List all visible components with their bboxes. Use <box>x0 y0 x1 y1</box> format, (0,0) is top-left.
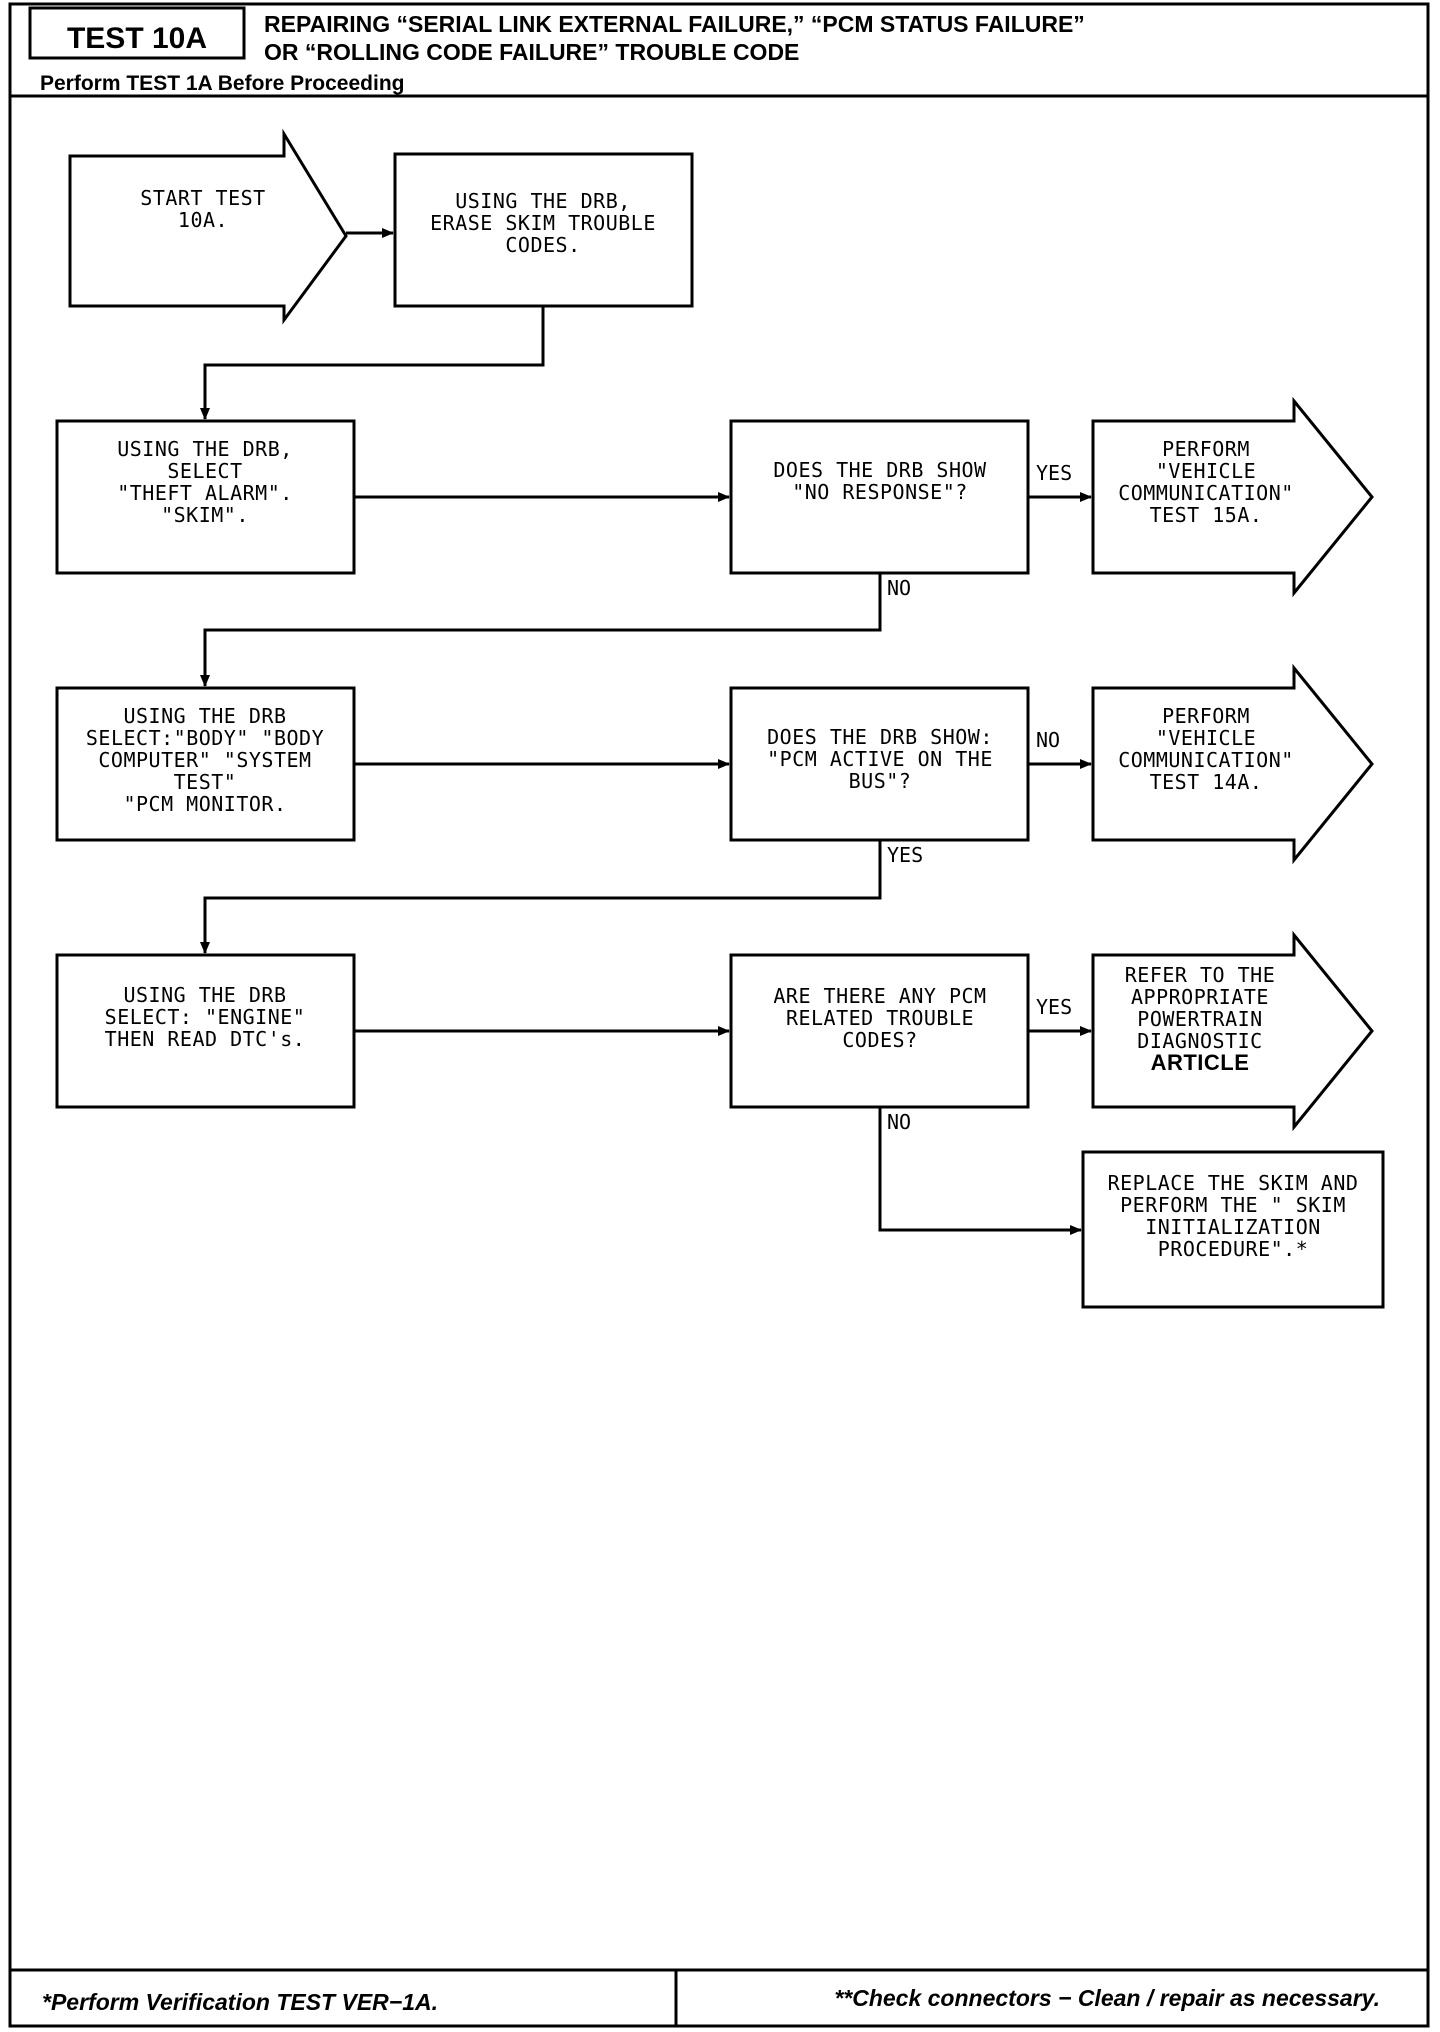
prerequisite: Perform TEST 1A Before Proceeding <box>40 72 404 95</box>
node-text-line: TEST" <box>174 770 237 794</box>
title-line-2: OR “ROLLING CODE FAILURE” TROUBLE CODE <box>264 39 799 65</box>
footer-verification-note: *Perform Verification TEST VER−1A. <box>42 1989 438 2015</box>
node-text-line: ARTICLE <box>1151 1050 1250 1075</box>
node-text-line: TEST 14A. <box>1150 770 1263 794</box>
node-text-line: TEST 15A. <box>1150 503 1263 527</box>
replace-skim-box <box>1081 1150 1385 1309</box>
edge-label-yes-2: YES <box>887 843 923 867</box>
node-text-line: "VEHICLE <box>1156 459 1256 483</box>
node-text-line: "VEHICLE <box>1156 726 1256 750</box>
node-text-line: DOES THE DRB SHOW: <box>767 725 993 749</box>
node-text-line: PERFORM <box>1162 704 1250 728</box>
edge-label-yes-refer: YES <box>1036 995 1072 1019</box>
node-text-line: "PCM MONITOR. <box>123 792 286 816</box>
arrow-yes-to-select-engine <box>200 840 882 954</box>
arrow-no-to-replace-skim <box>878 1107 1082 1235</box>
title-line-1: REPAIRING “SERIAL LINK EXTERNAL FAILURE,… <box>264 11 1085 37</box>
pcm-active-decision <box>729 686 1030 842</box>
test-15a-shape <box>1091 396 1374 598</box>
node-text-line: SELECT: "ENGINE" <box>105 1005 306 1029</box>
select-skim-box <box>55 419 356 575</box>
node-text-line: PERFORM THE " SKIM <box>1120 1193 1346 1217</box>
node-text-line: ERASE SKIM TROUBLE <box>430 211 656 235</box>
test-14a-shape <box>1091 663 1374 865</box>
arrow-no-to-pcm-monitor <box>200 573 882 687</box>
edge-label-no-3: NO <box>887 1110 911 1134</box>
node-text-line: "THEFT ALARM". <box>117 481 293 505</box>
node-text-line: "NO RESPONSE"? <box>792 480 968 504</box>
node-text-line: SELECT <box>167 459 242 483</box>
node-text-line: "SKIM". <box>161 503 249 527</box>
node-text-line: POWERTRAIN <box>1137 1007 1262 1031</box>
node-text-line: RELATED TROUBLE <box>786 1006 974 1030</box>
pcm-codes-decision <box>729 953 1030 1109</box>
arrow-erase-to-select-skim <box>200 306 545 420</box>
node-text-line: DIAGNOSTIC <box>1137 1029 1262 1053</box>
node-text-line: CODES. <box>505 233 580 257</box>
edge-label-yes-15a: YES <box>1036 461 1072 485</box>
node-text-line: COMPUTER" "SYSTEM <box>98 748 311 772</box>
edge-label-no-14a: NO <box>1036 728 1060 752</box>
node-text-line: USING THE DRB, <box>117 437 293 461</box>
node-text-line: DOES THE DRB SHOW <box>773 458 987 482</box>
node-text-line: APPROPRIATE <box>1131 985 1269 1009</box>
node-text-line: USING THE DRB <box>123 704 286 728</box>
page-frame <box>8 2 1430 2028</box>
node-text-line: SELECT:"BODY" "BODY <box>86 726 324 750</box>
node-text-line: REPLACE THE SKIM AND <box>1108 1171 1359 1195</box>
node-text-line: USING THE DRB <box>123 983 286 1007</box>
select-engine-box <box>55 953 356 1109</box>
edge-label-no-1: NO <box>887 576 911 600</box>
test-id-box <box>28 6 246 60</box>
node-text-line: CODES? <box>842 1028 917 1052</box>
node-text-line: INITIALIZATION <box>1145 1215 1321 1239</box>
node-text-line: START TEST <box>140 186 265 210</box>
node-text-line: ARE THERE ANY PCM <box>773 984 986 1008</box>
no-response-question: DOES THE DRB SHOW"NO RESPONSE"? <box>773 458 987 504</box>
select-pcm-monitor-box <box>55 686 356 842</box>
refer-powertrain-shape <box>1091 930 1374 1132</box>
node-text-line: BUS"? <box>849 769 912 793</box>
node-text-line: PERFORM <box>1162 437 1250 461</box>
select-skim-node-text: USING THE DRB,SELECT"THEFT ALARM"."SKIM"… <box>117 437 293 527</box>
node-text-line: USING THE DRB, <box>455 189 631 213</box>
start-shape <box>68 128 348 325</box>
footer-connector-note: **Check connectors − Clean / repair as n… <box>834 1985 1380 2011</box>
node-text-line: THEN READ DTC's. <box>105 1027 306 1051</box>
node-text-line: "PCM ACTIVE ON THE <box>767 747 993 771</box>
node-text-line: REFER TO THE <box>1125 963 1276 987</box>
node-text-line: PROCEDURE".* <box>1158 1237 1309 1261</box>
node-text-line: COMMUNICATION" <box>1118 748 1294 772</box>
node-text-line: COMMUNICATION" <box>1118 481 1294 505</box>
test-id: TEST 10A <box>67 22 207 55</box>
node-text-line: 10A. <box>178 208 228 232</box>
